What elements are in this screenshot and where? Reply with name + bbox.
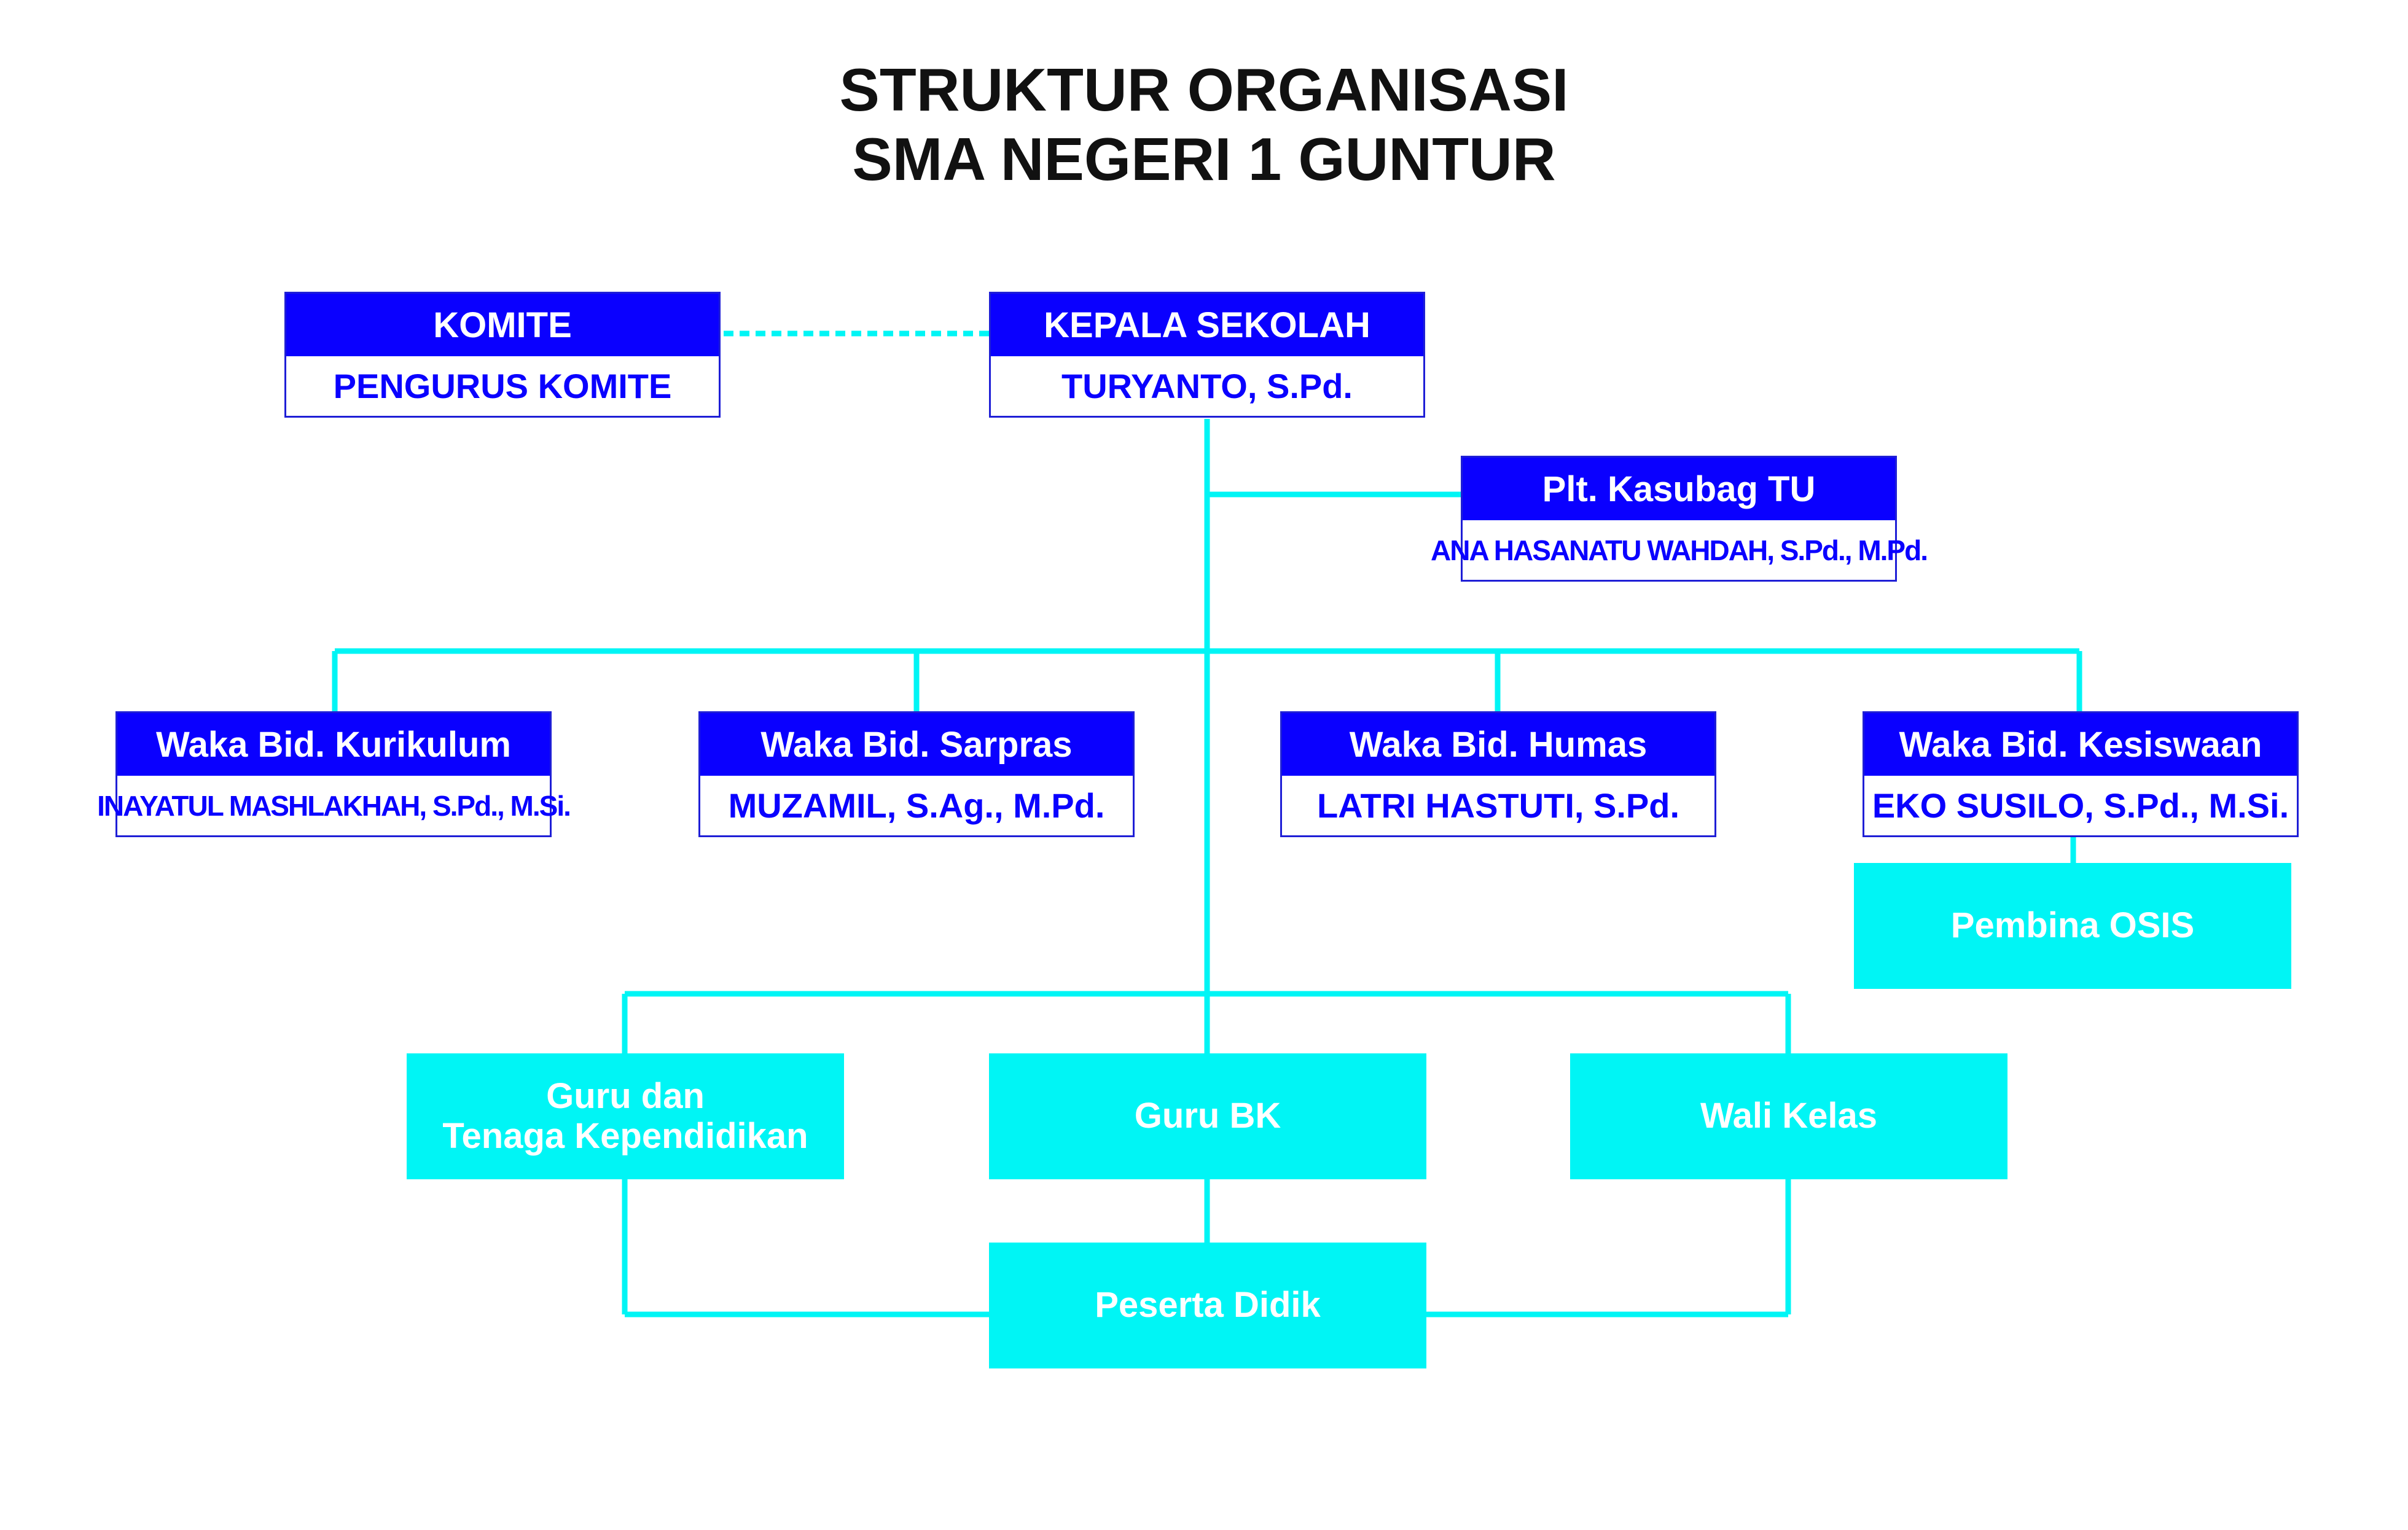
guru-bk-box: Guru BK xyxy=(989,1053,1426,1179)
kepala-sekolah-box: KEPALA SEKOLAH TURYANTO, S.Pd. xyxy=(989,292,1425,418)
waka-kesiswaan-role: Waka Bid. Kesiswaan xyxy=(1864,713,2297,776)
waka-kurikulum-box: Waka Bid. Kurikulum INAYATUL MASHLAKHAH,… xyxy=(97,711,571,837)
chart-title-line-1: STRUKTUR ORGANISASI xyxy=(839,56,1569,123)
komite-box: KOMITE PENGURUS KOMITE xyxy=(284,292,721,418)
waka-kesiswaan-box: Waka Bid. Kesiswaan EKO SUSILO, S.Pd., M… xyxy=(1863,711,2299,837)
peserta-didik-box: Peserta Didik xyxy=(989,1243,1426,1368)
waka-sarpras-name: MUZAMIL, S.Ag., M.Pd. xyxy=(728,786,1105,825)
waka-kurikulum-role: Waka Bid. Kurikulum xyxy=(117,713,550,776)
waka-sarpras-box: Waka Bid. Sarpras MUZAMIL, S.Ag., M.Pd. xyxy=(698,711,1135,837)
kasubag-tu-box: Plt. Kasubag TU ANA HASANATU WAHDAH, S.P… xyxy=(1431,456,1928,582)
wali-kelas-box: Wali Kelas xyxy=(1570,1053,2007,1179)
komite-role: KOMITE xyxy=(286,294,719,356)
waka-kesiswaan-name: EKO SUSILO, S.Pd., M.Si. xyxy=(1872,786,2289,825)
waka-humas-name: LATRI HASTUTI, S.Pd. xyxy=(1316,786,1680,825)
waka-kurikulum-name: INAYATUL MASHLAKHAH, S.Pd., M.Si. xyxy=(97,789,571,822)
chart-title-line-2: SMA NEGERI 1 GUNTUR xyxy=(852,125,1556,193)
kepala-sekolah-name: TURYANTO, S.Pd. xyxy=(1061,367,1353,405)
waka-humas-box: Waka Bid. Humas LATRI HASTUTI, S.Pd. xyxy=(1280,711,1716,837)
pembina-osis-box: Pembina OSIS xyxy=(1854,863,2291,989)
guru-label-line-1: Guru dan xyxy=(546,1075,705,1116)
waka-humas-role: Waka Bid. Humas xyxy=(1282,713,1714,776)
guru-label-line-2: Tenaga Kependidikan xyxy=(442,1115,808,1156)
kasubag-tu-role: Plt. Kasubag TU xyxy=(1463,458,1895,520)
kepala-sekolah-role: KEPALA SEKOLAH xyxy=(991,294,1423,356)
kasubag-tu-name: ANA HASANATU WAHDAH, S.Pd., M.Pd. xyxy=(1431,534,1928,566)
waka-sarpras-role: Waka Bid. Sarpras xyxy=(700,713,1133,776)
guru-tenaga-kependidikan-box: Guru dan Tenaga Kependidikan xyxy=(407,1053,844,1179)
komite-name: PENGURUS KOMITE xyxy=(333,367,672,405)
